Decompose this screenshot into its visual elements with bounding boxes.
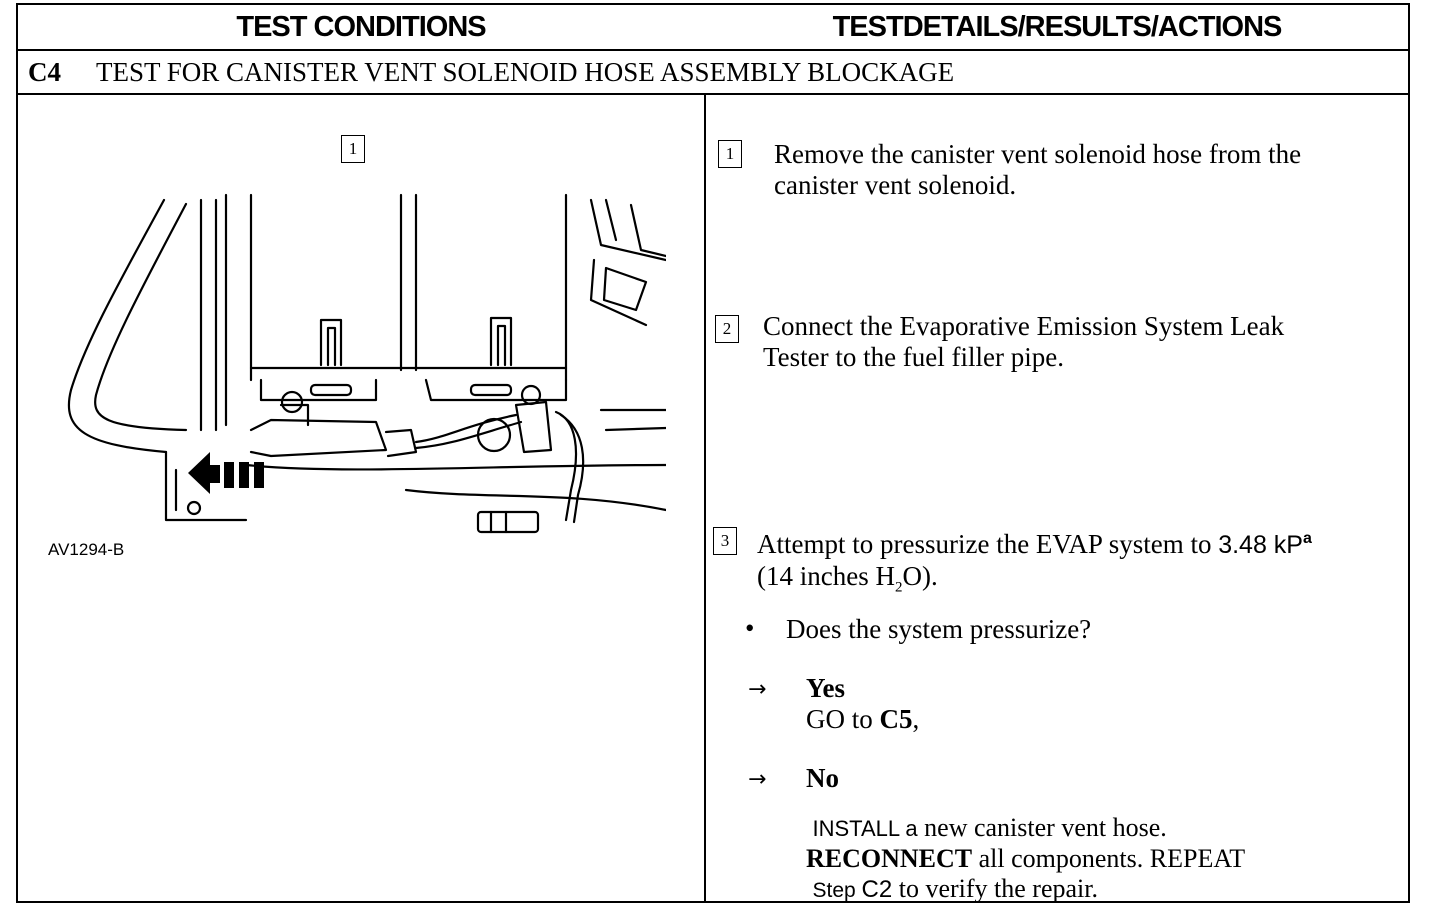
subscript-2: 2	[894, 579, 903, 596]
step-2-line-2: Tester to the fuel filler pipe.	[763, 342, 1064, 372]
step-ref: C2	[861, 876, 893, 903]
yes-goto-target: C5	[879, 704, 913, 734]
pressure-unit-superscript: a	[1302, 530, 1312, 547]
verify-text: to verify the repair.	[892, 874, 1098, 903]
no-action: INSTALL a new canister vent hose. RECONN…	[806, 813, 1245, 906]
test-title: TEST FOR CANISTER VENT SOLENOID HOSE ASS…	[96, 56, 955, 87]
no-label: No	[806, 763, 839, 793]
column-divider	[704, 93, 706, 901]
question-text: Does the system pressurize?	[786, 614, 1092, 644]
yes-action: GO to C5,	[806, 704, 919, 735]
pressure-value: 3.48 kP	[1218, 531, 1303, 559]
canister-vent-solenoid-illustration	[67, 193, 666, 534]
step-text: Step	[812, 879, 862, 902]
step-1-number: 1	[718, 140, 742, 168]
test-title-row: C4 TEST FOR CANISTER VENT SOLENOID HOSE …	[18, 51, 1408, 93]
yes-answer: Yes GO to C5,	[806, 673, 919, 735]
step-3-line-2-end: O).	[902, 561, 938, 591]
test-details-header: TESTDETAILS/RESULTS/ACTIONS	[832, 10, 1283, 43]
test-code: C4	[28, 56, 61, 87]
step-1-line-1: Remove the canister vent solenoid hose f…	[774, 139, 1302, 169]
step-1-text: Remove the canister vent solenoid hose f…	[774, 139, 1301, 201]
question-bullet: •	[745, 613, 755, 643]
install-rest: new canister vent hose.	[917, 813, 1167, 842]
install-text: INSTALL a	[812, 816, 918, 841]
yes-label: Yes	[806, 673, 845, 703]
step-3-text: Attempt to pressurize the EVAP system to…	[757, 523, 1312, 603]
step-3-line-1: Attempt to pressurize the EVAP system to…	[757, 523, 1312, 561]
reconnect-rest: all components. REPEAT	[972, 844, 1246, 873]
no-arrow-icon: →	[748, 767, 767, 792]
no-action-line-1: INSTALL a new canister vent hose.	[806, 813, 1245, 844]
no-action-line-2: RECONNECT all components. REPEAT	[806, 844, 1245, 874]
direction-arrow-icon	[188, 452, 264, 494]
step-1-line-2: canister vent solenoid.	[774, 170, 1017, 200]
yes-arrow-icon: →	[748, 677, 767, 702]
step-2-number: 2	[715, 315, 739, 343]
figure-code: AV1294-B	[48, 540, 125, 559]
step-3-line-2-text: (14 inches H	[757, 561, 895, 591]
no-action-line-3: Step C2 to verify the repair.	[806, 874, 1245, 906]
step-3-line-1-text: Attempt to pressurize the EVAP system to	[757, 529, 1219, 559]
step-2-line-1: Connect the Evaporative Emission System …	[763, 311, 1285, 341]
step-2-text: Connect the Evaporative Emission System …	[763, 311, 1284, 373]
yes-action-text: GO to	[806, 704, 880, 734]
test-conditions-header: TEST CONDITIONS	[236, 10, 486, 43]
figure-step-label: 1	[341, 135, 365, 163]
procedure-table: TEST CONDITIONS TESTDETAILS/RESULTS/ACTI…	[16, 3, 1410, 903]
step-3-line-2: (14 inches H2O).	[757, 561, 1312, 603]
step-3-number: 3	[713, 527, 737, 555]
yes-action-comma: ,	[912, 704, 920, 734]
header-divider	[18, 49, 1408, 51]
reconnect-text: RECONNECT	[806, 844, 973, 873]
title-divider	[18, 93, 1408, 95]
